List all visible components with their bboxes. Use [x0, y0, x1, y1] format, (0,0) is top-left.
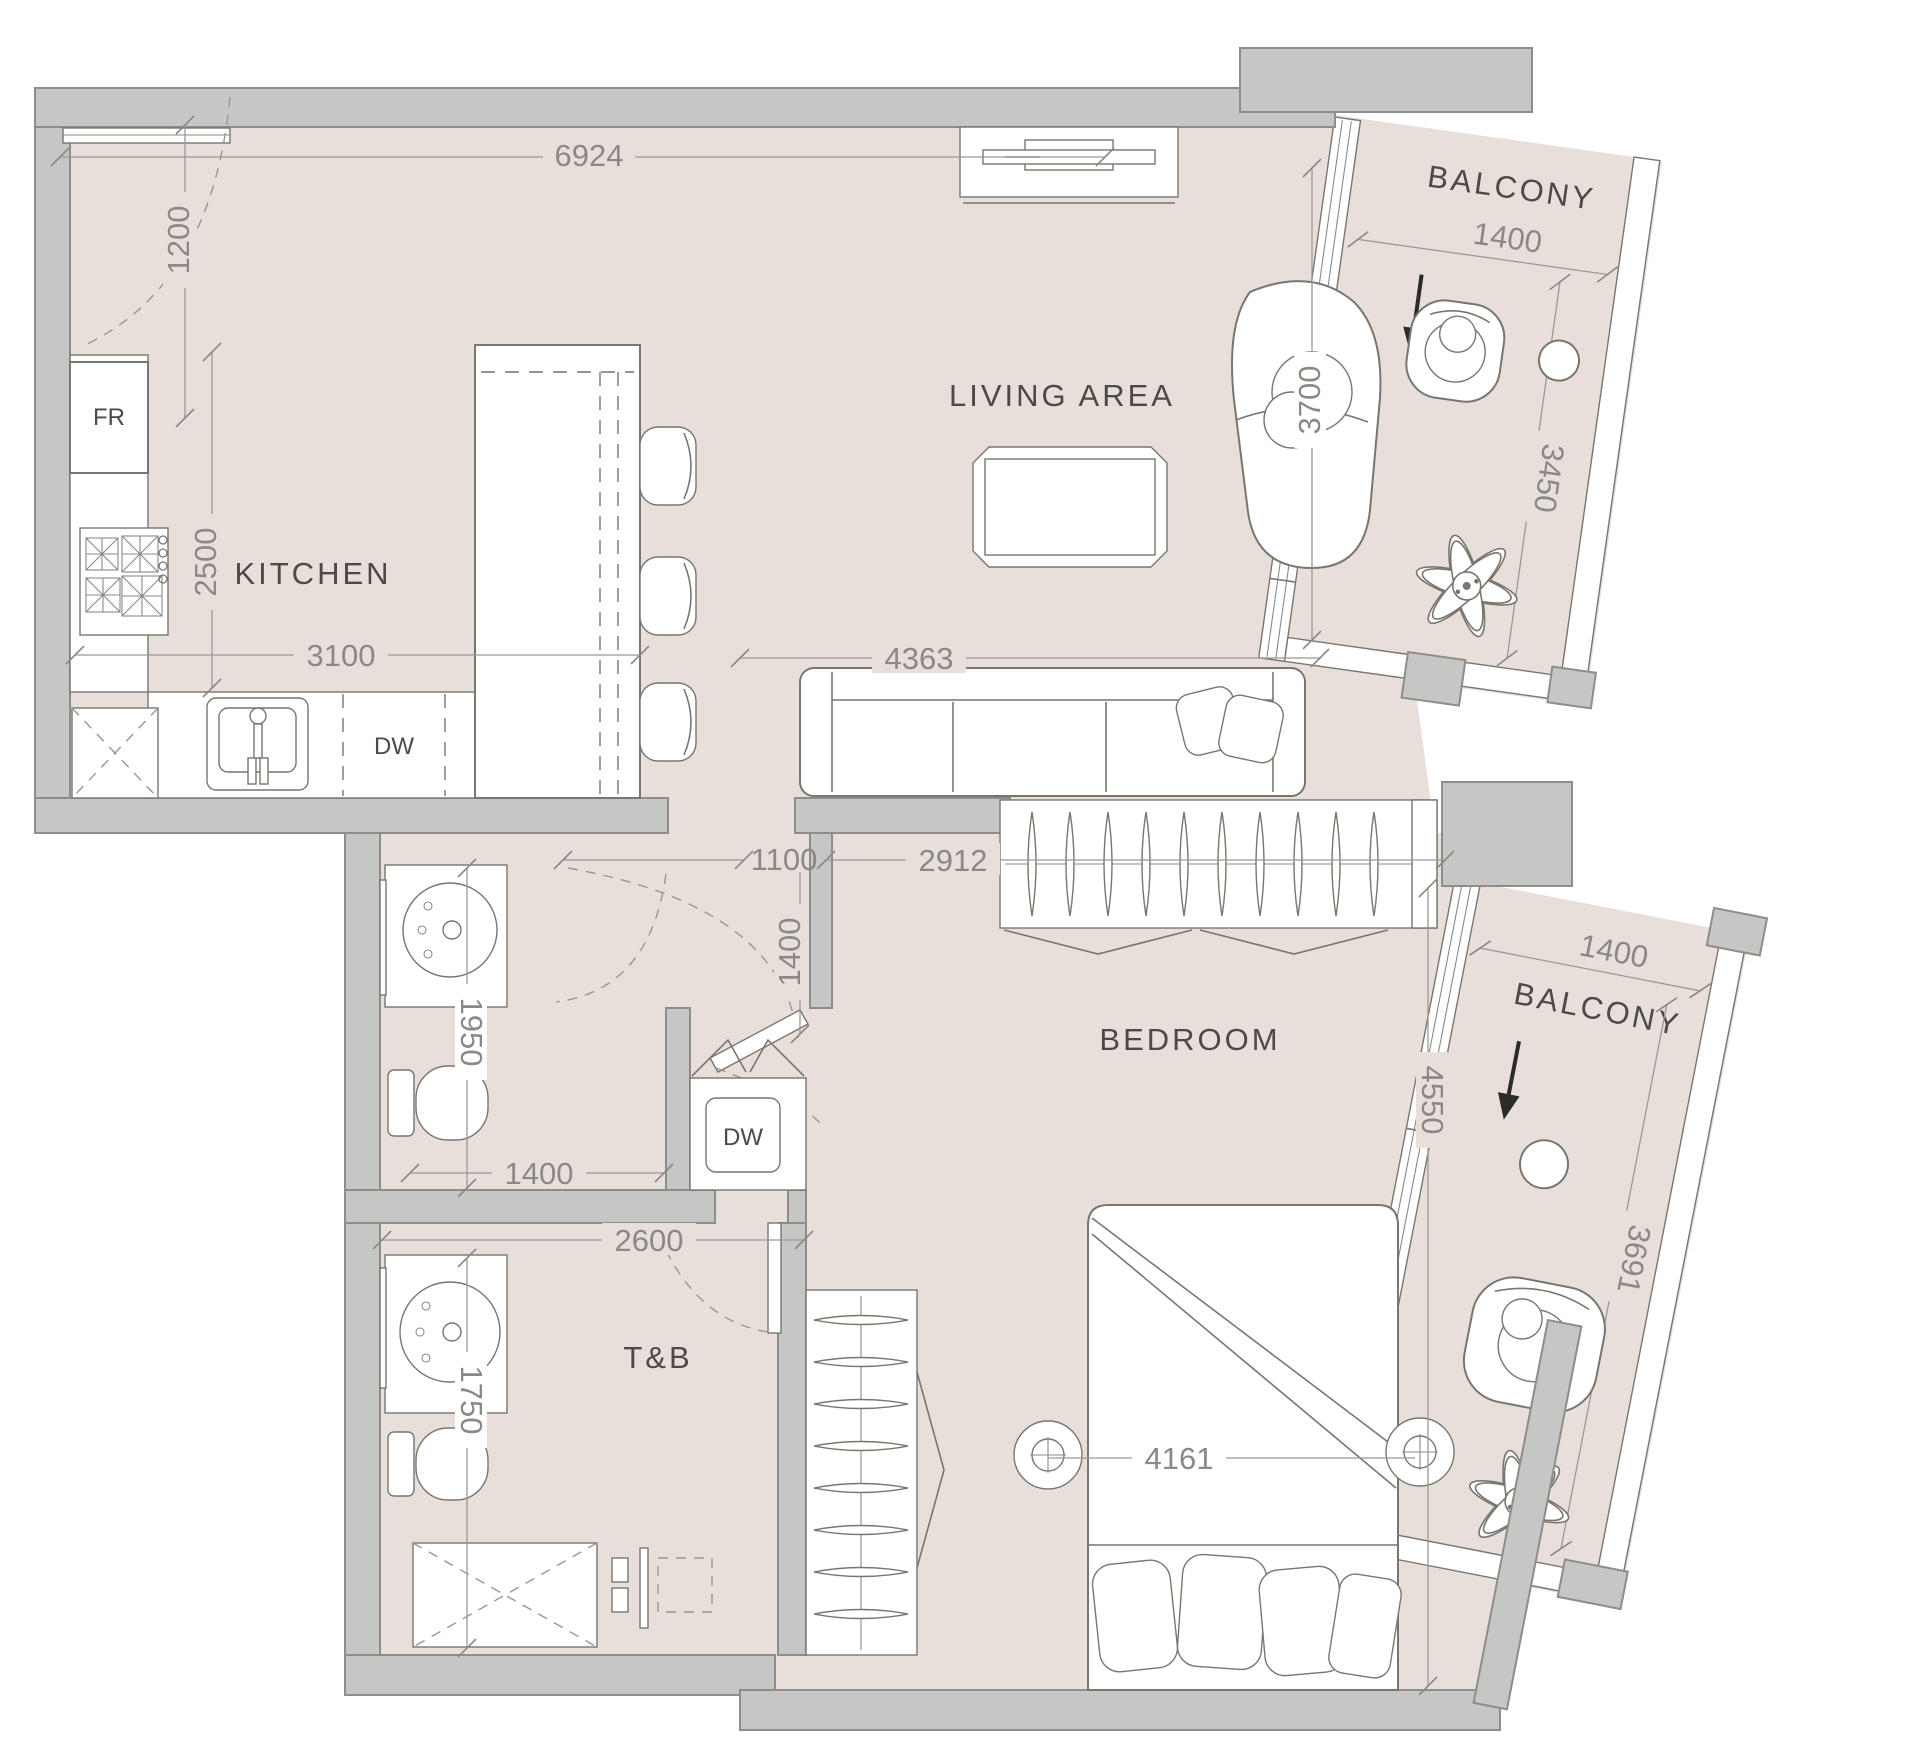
bathroom-1 [379, 864, 667, 1141]
sofa [799, 667, 1306, 797]
bifold-doors [691, 1038, 805, 1077]
hallway [567, 867, 825, 1129]
dim-living-depth: 3700 [1292, 352, 1327, 448]
bath1-vanity [379, 864, 508, 1008]
dim-bath1-width: 1400 [505, 1156, 574, 1191]
dim-bedroom-depth: 4550 [1415, 1052, 1450, 1148]
tb-mirror [379, 1267, 387, 1389]
dim-tb-depth: 1750 [454, 1352, 489, 1448]
dim-entry-door: 1200 [161, 192, 196, 288]
kitchen-sink [206, 697, 309, 791]
bedside-lamp-left [1013, 1420, 1083, 1490]
dim-bath1-depth: 1950 [454, 984, 489, 1080]
dim-kitchen-depth: 2500 [188, 514, 223, 610]
svg-text:4550: 4550 [1415, 1066, 1450, 1135]
tv-console [959, 126, 1179, 204]
washer-label: DW [723, 1124, 763, 1151]
svg-text:1400: 1400 [772, 918, 807, 987]
room-label-tb: T&B [623, 1340, 692, 1375]
bed [1087, 1204, 1402, 1691]
bar-stools [639, 426, 697, 762]
wardrobe-top [999, 799, 1438, 955]
bath1-door-swing [555, 873, 667, 1003]
balcony-top-armchair [1405, 299, 1506, 403]
bed-pillow [1328, 1573, 1402, 1679]
bedside-lamp-right [1385, 1417, 1455, 1487]
dim-top-width: 6924 [555, 138, 624, 173]
dim-tb-width: 2600 [615, 1223, 684, 1258]
stove [79, 527, 169, 636]
dimensions: 6924 1200 2500 3100 3700 4363 [50, 115, 1455, 1696]
sofa-pillow [1218, 694, 1284, 764]
dishwasher-label: DW [374, 733, 414, 760]
bath1-mirror [379, 879, 387, 996]
kitchen-island [474, 344, 641, 799]
balcony-top-side-table [1538, 339, 1581, 382]
service-shaft [71, 707, 159, 799]
balcony-bottom-side-table [1519, 1139, 1570, 1190]
bed-pillow [1176, 1553, 1268, 1671]
fridge: FR [69, 361, 149, 474]
washer [705, 1097, 781, 1173]
fridge-label: FR [93, 404, 125, 431]
svg-text:1750: 1750 [454, 1366, 489, 1435]
walls [34, 47, 1583, 1731]
tb-shower [412, 1542, 713, 1648]
room-label-bedroom: BEDROOM [1099, 1022, 1280, 1057]
hall-door-swing [567, 867, 799, 1039]
svg-text:1200: 1200 [161, 206, 196, 275]
bed-pillow [1091, 1559, 1179, 1673]
tb-door [655, 1222, 782, 1334]
floor-drain [657, 1557, 713, 1613]
shower-glass [639, 1547, 649, 1629]
bath1-toilet [387, 1065, 489, 1141]
balcony-bottom-corner-block-bottom [1556, 1558, 1629, 1611]
balcony-bottom-corner-block-top [1705, 906, 1769, 957]
coffee-table [972, 446, 1168, 568]
dim-hall-opening: 1100 [751, 842, 818, 877]
entry-arrow-icon [1497, 1040, 1521, 1120]
room-label-living: LIVING AREA [949, 378, 1175, 413]
laundry-closet: DW [689, 1038, 807, 1191]
dim-sofa-wall: 4363 [885, 641, 954, 676]
wardrobe-bottom [805, 1289, 945, 1656]
dim-kitchen-width: 3100 [307, 638, 376, 673]
dim-bed-wall: 4161 [1145, 1441, 1214, 1476]
dim-hall-depth: 1400 [772, 904, 807, 1000]
dim-balcony-top-length: 3450 [1524, 430, 1571, 526]
kitchen: FR [69, 344, 697, 799]
dim-wardrobe-wall: 2912 [919, 843, 988, 878]
svg-text:3700: 3700 [1292, 366, 1327, 435]
svg-text:2500: 2500 [188, 528, 223, 597]
svg-text:1950: 1950 [454, 998, 489, 1067]
bedroom: BEDROOM [805, 799, 1455, 1691]
room-label-kitchen: KITCHEN [234, 556, 391, 591]
balcony-top-corner-block [1546, 665, 1598, 710]
